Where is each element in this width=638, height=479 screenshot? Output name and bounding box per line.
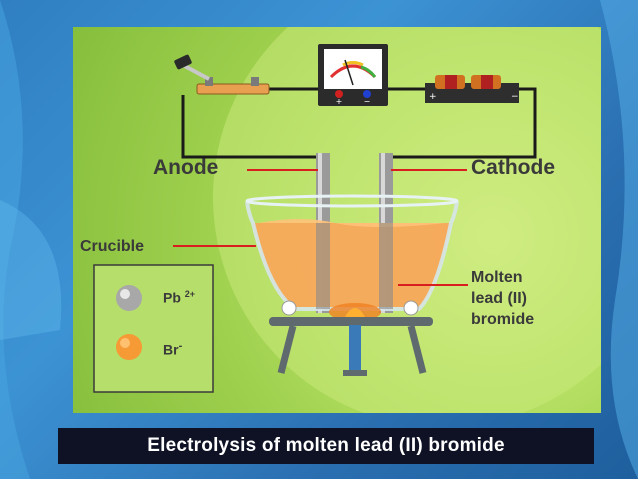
diagram-panel: + − + − xyxy=(73,27,601,413)
pb-ion-label: Pb 2+ xyxy=(163,289,195,306)
br-ion-label: Br- xyxy=(163,340,182,358)
cathode-label: Cathode xyxy=(471,156,555,179)
pb-ion-charge: 2+ xyxy=(184,289,196,299)
bg-glow xyxy=(213,27,601,413)
label-leader-lines xyxy=(173,169,468,286)
crucible-label: Crucible xyxy=(80,238,145,255)
battery: + − xyxy=(425,75,519,103)
molten-label-line3: bromide xyxy=(471,311,535,328)
molten-label-line1: Molten xyxy=(471,269,523,286)
anode-label: Anode xyxy=(153,156,219,179)
switch xyxy=(174,54,270,95)
caption-text: Electrolysis of molten lead (II) bromide xyxy=(147,435,505,456)
molten-label-line2: lead (II) xyxy=(471,290,528,307)
electrolysis-apparatus: + − + − xyxy=(93,27,601,413)
meter-minus-label: − xyxy=(364,97,371,106)
pb-ion-symbol: Pb xyxy=(163,289,181,306)
br-ion-symbol: Br xyxy=(163,341,179,358)
meter-plus-label: + xyxy=(336,97,343,106)
br-ion-charge: - xyxy=(178,340,183,352)
tripod xyxy=(269,300,433,376)
molten-lead-bromide-label: Molten lead (II) bromide xyxy=(471,267,534,330)
battery-minus-label: − xyxy=(511,92,519,102)
battery-plus-label: + xyxy=(429,92,437,102)
caption-bar: Electrolysis of molten lead (II) bromide xyxy=(58,428,594,464)
ion-legend-box xyxy=(93,264,214,393)
meter: + − xyxy=(318,44,388,106)
